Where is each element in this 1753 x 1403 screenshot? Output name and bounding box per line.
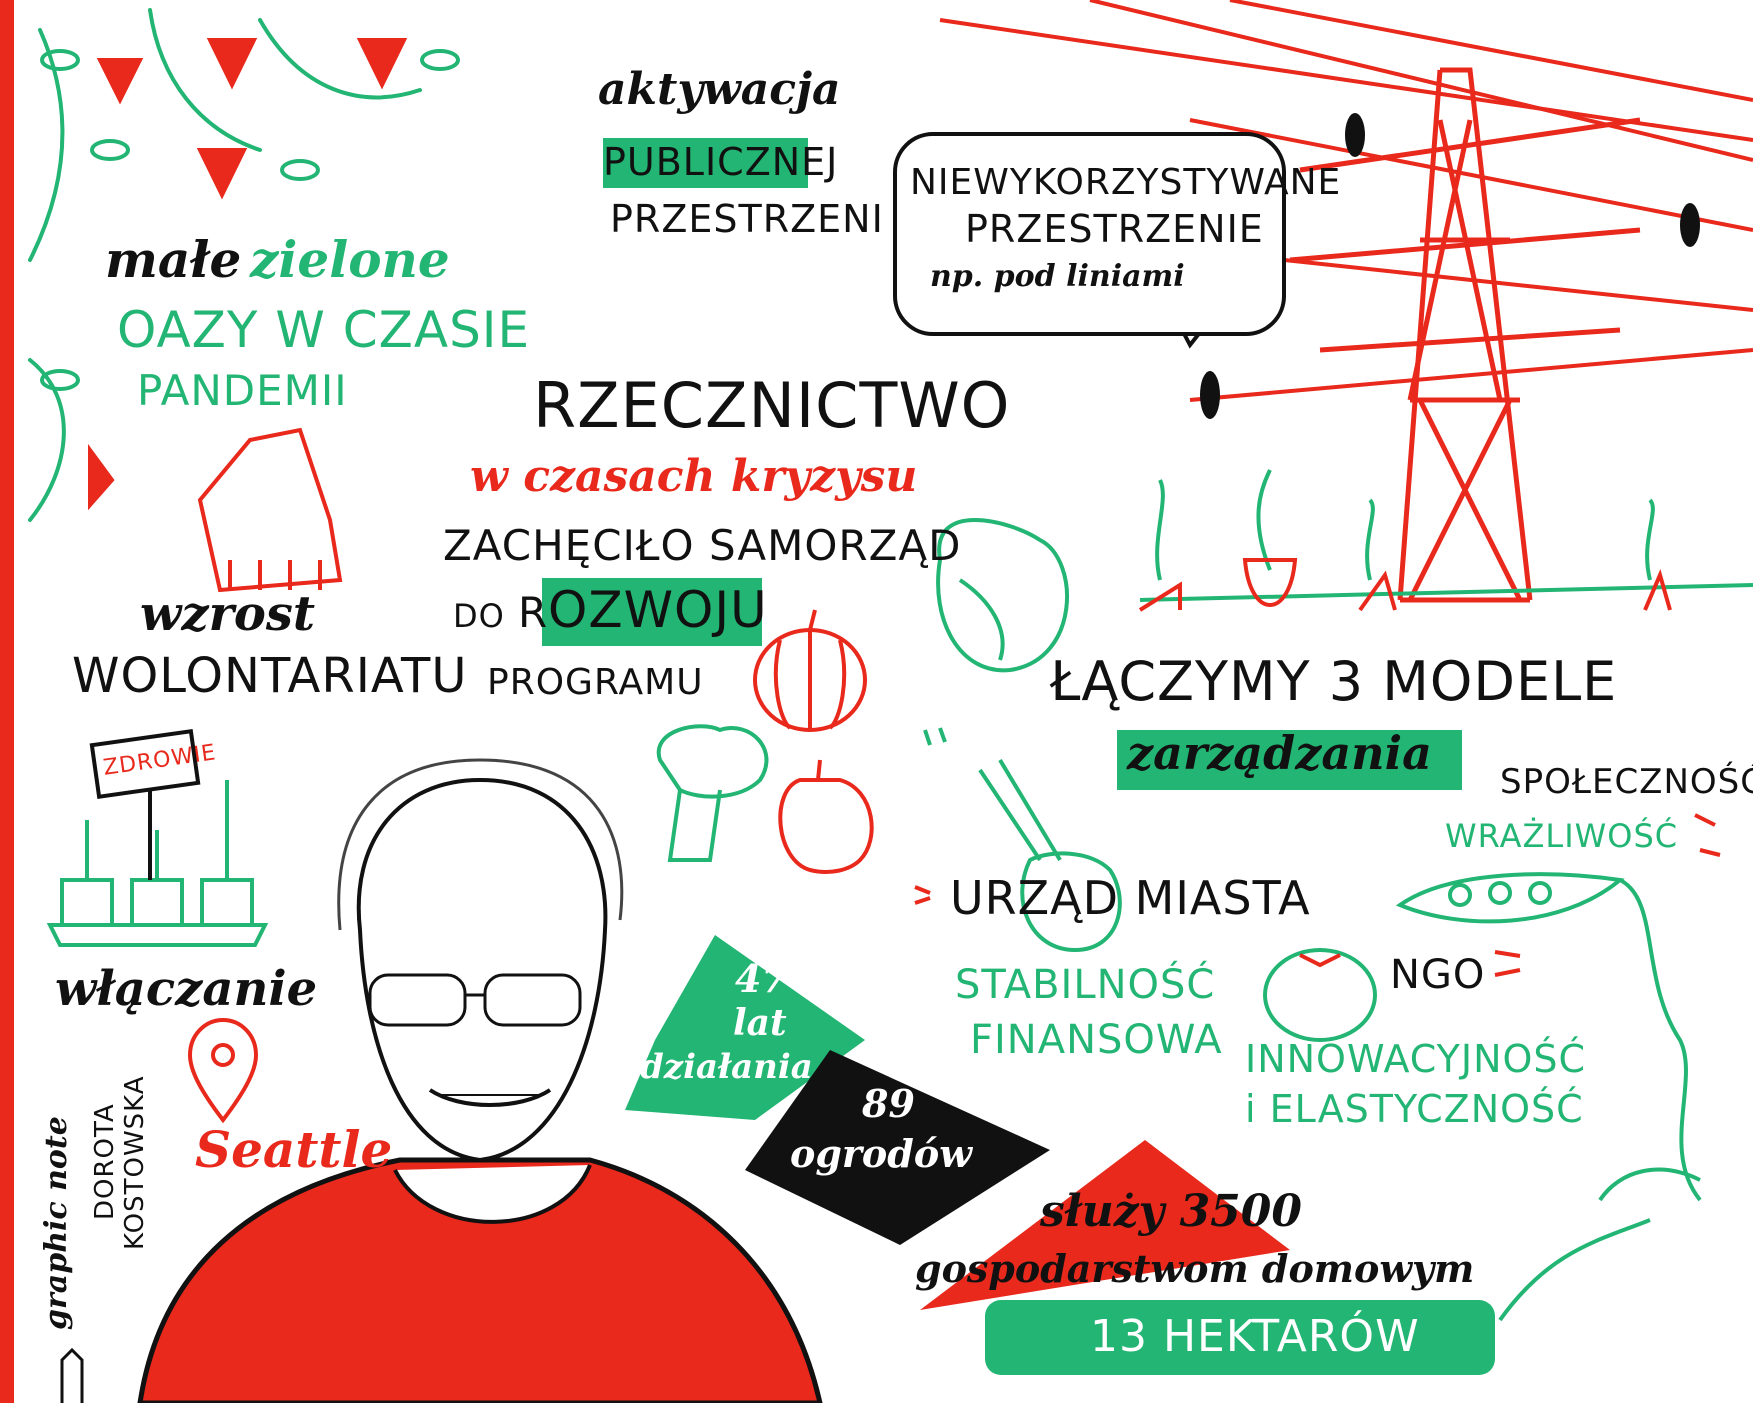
vegetable-sprout-icon — [1139, 469, 1753, 602]
publicznej-highlight — [603, 138, 808, 188]
label-rozwoju: OZWOJU — [548, 581, 768, 639]
label-zielone: zielone — [250, 230, 450, 289]
pea-pod-icon — [1395, 872, 1702, 1322]
stat-13ha-label: 13 HEKTARÓW — [1090, 1311, 1420, 1362]
label-oazy: OAZY W CZASIE — [117, 301, 531, 359]
label-wolontariatu: WOLONTARIATU — [72, 648, 468, 704]
label-niewykorzystywane: NIEWYKORZYSTYWANE — [910, 162, 1342, 203]
stat-3500-label2: gospodarstwom domowym — [915, 1246, 1475, 1291]
label-wrazliwosc: WRAŻLIWOŚĆ — [1445, 817, 1679, 855]
label-graphic-note: graphic note — [39, 1116, 74, 1330]
stat-89-label: ogrodów — [790, 1131, 972, 1176]
label-przestrzenie: PRZESTRZENIE — [965, 207, 1264, 251]
label-do: DO — [453, 597, 505, 635]
label-pandemii: PANDEMII — [137, 366, 348, 415]
stat-3500-shape — [920, 1140, 1290, 1310]
location-pin-icon — [187, 1017, 259, 1124]
label-aktywacja: aktywacja — [598, 64, 841, 115]
label-rzecznictwo: RZECZNICTWO — [533, 369, 1011, 442]
label-elastycznosc: i ELASTYCZNOŚĆ — [1245, 1087, 1584, 1131]
zarzadzania-highlight — [1117, 730, 1462, 790]
left-border-stripe — [0, 0, 14, 1403]
label-wzrost: wzrost — [140, 586, 316, 642]
apple-icon — [778, 759, 874, 874]
portrait-illustration — [137, 758, 823, 1403]
vine-flower-icon — [28, 8, 460, 522]
tomato-icon — [1263, 948, 1377, 1042]
label-seattle: Seattle — [195, 1120, 393, 1179]
label-zarzadzania: zarządzania — [1127, 726, 1432, 780]
speech-bubble — [893, 132, 1286, 336]
accent-dashes — [914, 813, 1721, 977]
label-w-czasach-kryzysu: w czasach kryzysu — [470, 451, 918, 502]
pumpkin-icon — [753, 609, 867, 732]
label-author-first: DOROTA — [90, 1103, 120, 1220]
accent-dashes-green — [923, 727, 947, 746]
stat-47-number: 47 — [735, 956, 788, 1001]
label-ngo: NGO — [1390, 952, 1486, 998]
label-innowacyjnosc: INNOWACYJNOŚĆ — [1245, 1037, 1587, 1081]
pen-icon — [60, 1347, 84, 1403]
stat-47-label2: działania — [640, 1047, 813, 1087]
zdrowie-sign — [89, 729, 201, 799]
power-pylon-icon — [1289, 67, 1641, 603]
label-author-last: KOSTOWSKA — [120, 1075, 150, 1250]
cabbage-icon — [936, 518, 1069, 673]
label-rozwoju-r: R — [518, 588, 549, 637]
plant-pots-icon — [46, 780, 269, 947]
stat-89-number: 89 — [862, 1081, 915, 1126]
stat-89-shape — [745, 1050, 1050, 1245]
label-spolecznosc: SPOŁECZNOŚĆ — [1500, 762, 1753, 802]
stat-47-shape — [625, 935, 865, 1120]
root-vegetables — [1138, 558, 1672, 612]
beet-icon — [978, 758, 1122, 953]
label-urzad-miasta: URZĄD MIASTA — [950, 871, 1311, 925]
label-wlaczanie: włączanie — [55, 961, 318, 1017]
label-male: małe — [105, 230, 242, 289]
label-zachecilo: ZACHĘCIŁO SAMORZĄD — [443, 521, 962, 570]
label-programu: PROGRAMU — [487, 662, 704, 703]
stat-13ha-shape — [985, 1300, 1495, 1375]
label-stabilnosc: STABILNOŚĆ — [955, 962, 1216, 1008]
label-publicznej: PUBLICZNEJ — [603, 140, 839, 184]
broccoli-icon — [656, 724, 769, 862]
label-finansowa: FINANSOWA — [970, 1017, 1223, 1063]
label-pod-liniami: np. pod liniami — [930, 259, 1185, 294]
bird-icon — [1200, 113, 1700, 419]
label-laczymy: ŁĄCZYMY 3 MODELE — [1050, 650, 1618, 713]
stat-3500-label1: służy 3500 — [1040, 1186, 1303, 1237]
glove-icon — [197, 427, 343, 593]
rozwoju-highlight — [542, 578, 762, 646]
stat-47-label1: lat — [733, 1002, 787, 1044]
label-przestrzeni: PRZESTRZENI — [610, 197, 884, 241]
